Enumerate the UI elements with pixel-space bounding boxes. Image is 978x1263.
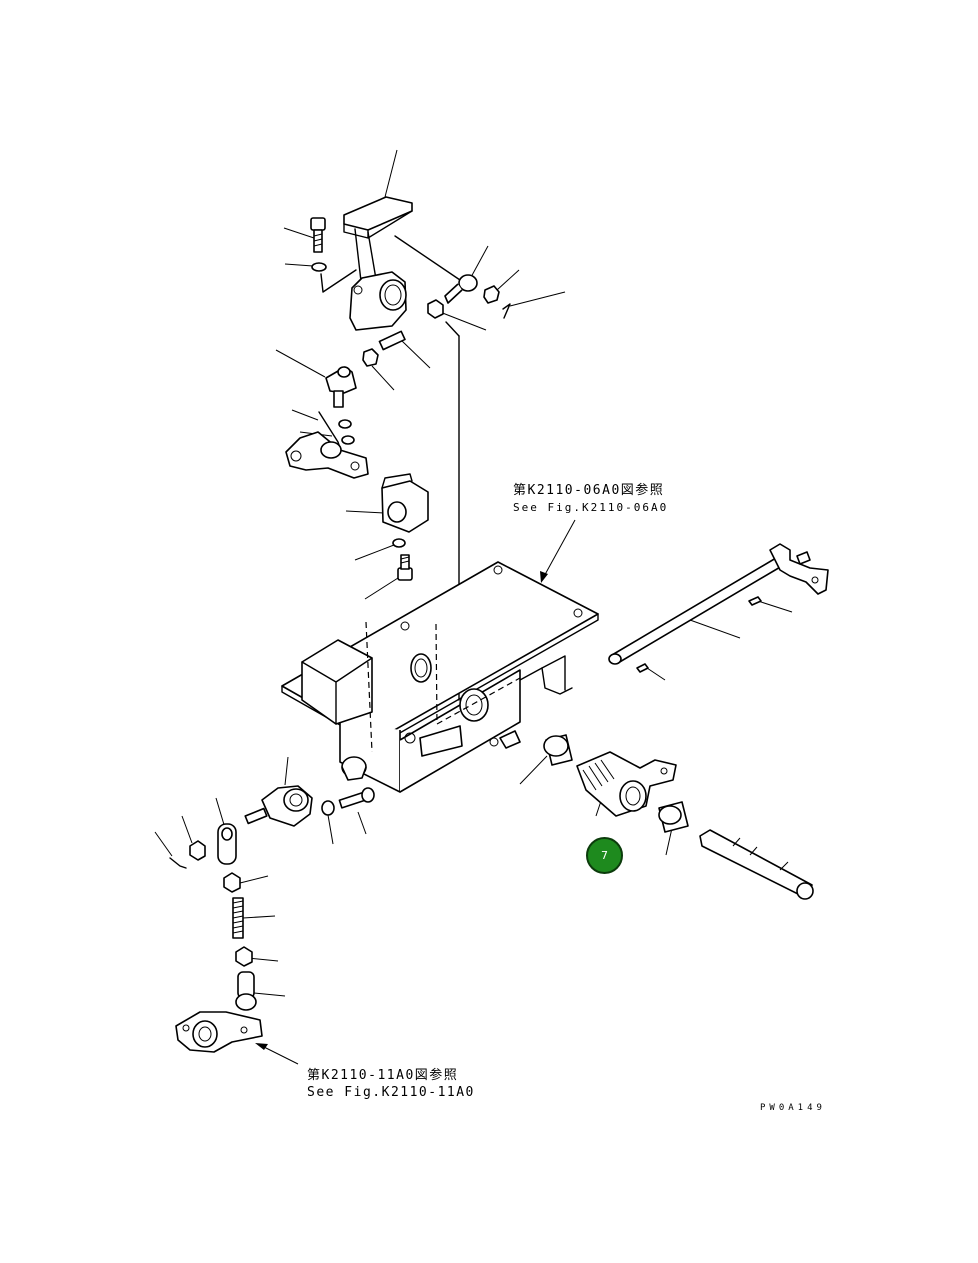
reference-note-en: See Fig.K2110-06A0 [513,501,669,514]
washer [338,419,352,429]
part-callout-button[interactable]: 7 [586,837,623,874]
pin-shaft [699,829,814,900]
bolt [310,217,326,253]
clip [499,730,521,749]
cotter-pin [502,303,511,319]
nut [223,872,241,893]
frame-line [541,655,566,691]
leader-line [261,1045,299,1065]
bolt [397,554,413,581]
clevis-lever [244,785,313,827]
ball-joint [325,366,357,408]
bolt [338,787,375,809]
pedal-boss [349,271,407,331]
washer [341,435,355,445]
key [636,663,649,673]
washer [311,262,327,272]
reference-note-jp: 第K2110-06A0図参照 [513,483,665,498]
washer [392,538,406,548]
lower-lever [175,1011,263,1053]
bracket-block [381,473,429,533]
vertical-rod [445,321,460,337]
reference-note-en: See Fig.K2110-11A0 [307,1085,475,1100]
cotter-pin [169,857,187,869]
splined-bushing [543,734,573,766]
hidden-line [435,623,521,725]
drawing-code: PW0A149 [760,1103,826,1113]
castle-nut [483,285,500,304]
lever-arm [285,431,369,479]
rod-end-lower [235,971,257,1011]
splined-lever [576,751,677,817]
bushing [341,756,367,781]
link-rod [394,235,461,281]
rod-end-eye [217,823,237,865]
rod-end [444,274,478,304]
bushing [658,801,689,833]
cross-shaft [608,543,829,665]
threaded-rod [232,897,244,939]
side-pad [419,725,463,757]
nut [189,840,206,861]
key [748,596,762,606]
hidden-line [365,621,373,753]
adjust-bolt [362,330,406,367]
guide-line [320,269,357,293]
pedal-plate [343,196,413,291]
reference-note-jp: 第K2110-11A0図参照 [307,1068,459,1083]
seal-ring [459,688,489,722]
washer [321,800,335,816]
cover-block [301,639,373,725]
leader-arrow [255,1043,268,1050]
frame-line [519,667,573,695]
nut [427,299,444,319]
bushing [410,653,432,683]
nut [235,946,253,967]
leader-arrow [540,571,548,583]
